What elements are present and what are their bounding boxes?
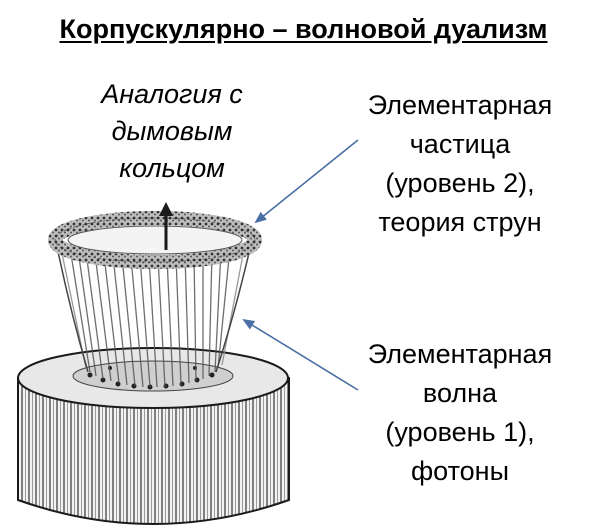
- particle-label-line: (уровень 2),: [385, 168, 535, 198]
- base-cylinder: [17, 347, 290, 525]
- analogy-caption: Аналогия с дымовым кольцом: [72, 76, 272, 187]
- particle-label-line: Элементарная: [367, 90, 553, 120]
- wave-label-line: волна: [422, 378, 498, 408]
- wave-label-line: Элементарная: [367, 339, 553, 369]
- smoke-ring: [48, 211, 262, 269]
- upward-arrow-icon: [159, 202, 173, 250]
- smoke-streaks: [59, 243, 246, 388]
- analogy-line: дымовым: [111, 116, 233, 146]
- particle-label: Элементарная частица (уровень 2), теория…: [325, 86, 595, 242]
- wave-label: Элементарная волна (уровень 1), фотоны: [325, 335, 595, 491]
- particle-pointer-arrow: [254, 139, 359, 224]
- slide-title: Корпускулярно – волновой дуализм: [59, 14, 548, 44]
- particle-label-line: частица: [409, 129, 511, 159]
- analogy-line: кольцом: [119, 153, 225, 183]
- wave-label-line: (уровень 1),: [385, 417, 535, 447]
- particle-label-line: теория струн: [378, 207, 542, 237]
- analogy-line: Аналогия с: [101, 79, 243, 109]
- wave-label-line: фотоны: [410, 456, 510, 486]
- wave-pointer-arrow: [242, 318, 359, 391]
